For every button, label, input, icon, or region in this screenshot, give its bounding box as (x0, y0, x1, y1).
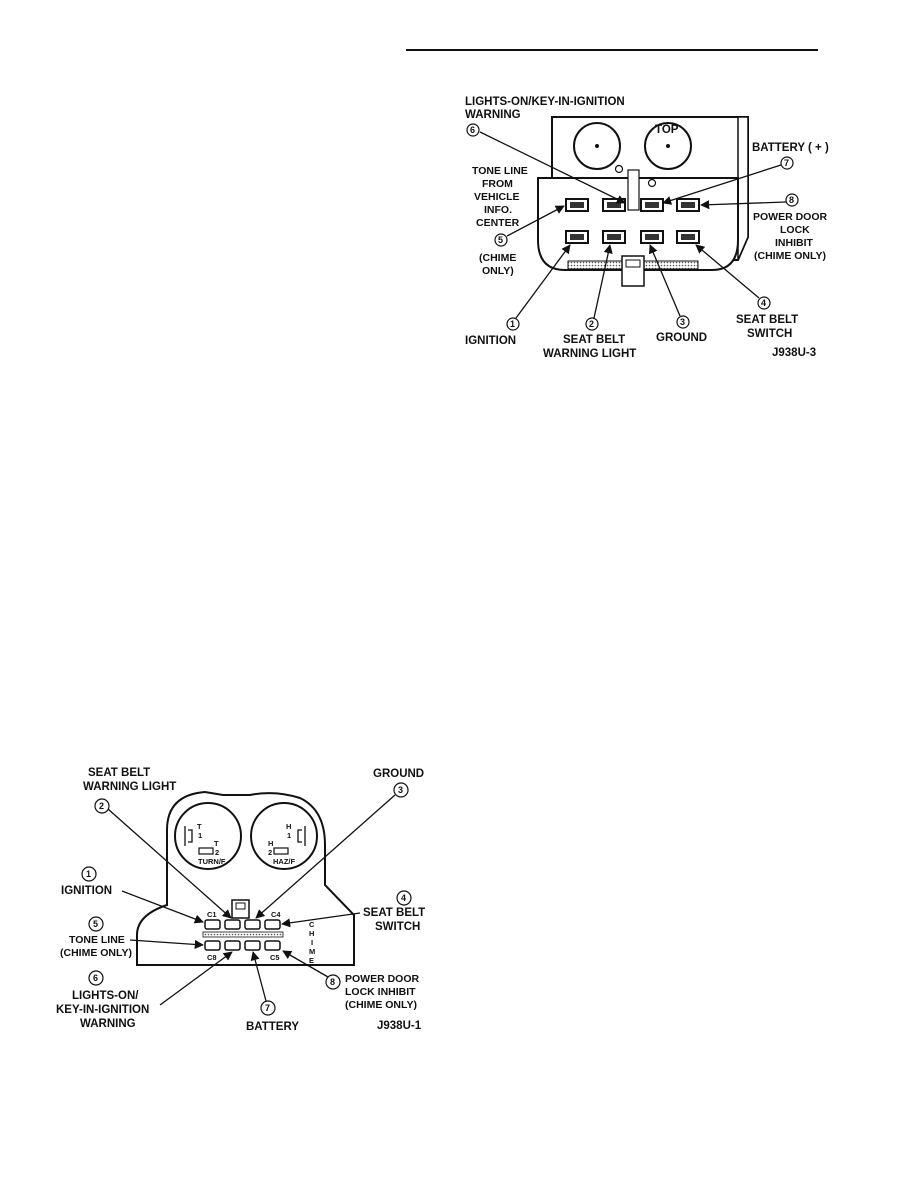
pin-label-c8: C8 (207, 953, 217, 962)
b-callout-5-label-line2: (CHIME ONLY) (60, 947, 132, 959)
b-callout-5-label-line1: TONE LINE (69, 934, 125, 946)
chime-vertical-label: C H I M E (309, 920, 315, 965)
svg-text:C: C (309, 920, 315, 929)
top-housing-side (737, 116, 749, 261)
callout-7-label: BATTERY ( + ) (752, 142, 829, 154)
svg-text:5: 5 (93, 919, 98, 929)
bottom-housing-outline (136, 790, 355, 966)
b-callout-1-label: IGNITION (61, 885, 112, 897)
bulb-label-haz: HAZ/F (273, 857, 295, 866)
svg-text:LOCK: LOCK (780, 224, 810, 236)
pin-label-c1: C1 (207, 910, 217, 919)
bottom-pin-row-upper (204, 919, 281, 930)
bottom-pin-row-lower (204, 940, 281, 951)
svg-text:2: 2 (589, 319, 594, 329)
bulb-label-turn: TURN/F (198, 857, 226, 866)
b-callout-4-label-line2: SWITCH (375, 921, 420, 933)
svg-text:T: T (197, 822, 202, 831)
svg-text:(CHIME ONLY): (CHIME ONLY) (754, 250, 826, 262)
svg-text:2: 2 (215, 848, 219, 857)
b-callout-8-label-line2: LOCK INHIBIT (345, 986, 416, 998)
b-callout-6-label-line3: WARNING (80, 1018, 136, 1030)
svg-text:4: 4 (401, 893, 406, 903)
page-header-rule (406, 49, 818, 51)
bottom-connector-figure: T 1 T 2 H 1 H 2 TURN/F HAZ/F C1 C4 C8 C5 (56, 767, 425, 1033)
svg-text:1: 1 (86, 869, 91, 879)
svg-text:3: 3 (398, 785, 403, 795)
svg-text:H: H (309, 929, 314, 938)
svg-text:T: T (214, 839, 219, 848)
svg-text:CENTER: CENTER (476, 217, 520, 229)
svg-text:E: E (309, 956, 314, 965)
callout-1-label: IGNITION (465, 335, 516, 347)
top-label: TOP (655, 124, 679, 136)
callout-5-label: TONE LINE FROM VEHICLE INFO. CENTER (CHI… (472, 165, 528, 277)
svg-text:I: I (311, 938, 313, 947)
b-callout-8-label-line3: (CHIME ONLY) (345, 999, 417, 1011)
svg-text:8: 8 (789, 195, 794, 205)
callout-8-label: POWER DOOR LOCK INHIBIT (CHIME ONLY) (753, 211, 828, 262)
callout-6-label-line1: LIGHTS-ON/KEY-IN-IGNITION (465, 96, 625, 108)
svg-text:INFO.: INFO. (484, 204, 512, 216)
callout-2-label-line1: SEAT BELT (563, 334, 625, 346)
b-callout-7-label: BATTERY (246, 1021, 299, 1033)
bottom-bulb-left (174, 802, 242, 870)
svg-text:H: H (268, 839, 273, 848)
svg-text:4: 4 (761, 298, 766, 308)
svg-text:7: 7 (265, 1003, 270, 1013)
bottom-bulb-right (250, 802, 318, 870)
svg-text:VEHICLE: VEHICLE (474, 191, 520, 203)
svg-text:6: 6 (470, 125, 475, 135)
callout-4-label-line2: SWITCH (747, 328, 792, 340)
pin-label-c5: C5 (270, 953, 280, 962)
figure-top-id: J938U-3 (772, 347, 816, 359)
callout-2-label-line2: WARNING LIGHT (543, 348, 636, 360)
svg-text:ONLY): ONLY) (482, 265, 514, 277)
svg-text:1: 1 (287, 831, 291, 840)
b-callout-3-label: GROUND (373, 768, 424, 780)
svg-text:2: 2 (99, 801, 104, 811)
svg-text:TONE LINE: TONE LINE (472, 165, 528, 177)
top-pin-row-upper (565, 198, 700, 212)
svg-text:1: 1 (510, 319, 515, 329)
callout-6-label-line2: WARNING (465, 109, 521, 121)
svg-text:INHIBIT: INHIBIT (775, 237, 814, 249)
svg-text:6: 6 (93, 973, 98, 983)
top-connector-figure: TOP LIGHTS-ON/KEY-IN-IGNITION WARNING 6 … (465, 96, 829, 360)
svg-text:8: 8 (330, 977, 335, 987)
svg-text:7: 7 (784, 158, 789, 168)
b-callout-8-label-line1: POWER DOOR (345, 973, 420, 985)
top-pin-row-lower (565, 230, 700, 244)
b-callout-6-label-line2: KEY-IN-IGNITION (56, 1004, 149, 1016)
svg-text:3: 3 (680, 317, 685, 327)
b-callout-2-label-line2: WARNING LIGHT (83, 781, 176, 793)
svg-text:FROM: FROM (482, 178, 513, 190)
callout-3-label: GROUND (656, 332, 707, 344)
callout-4-label-line1: SEAT BELT (736, 314, 798, 326)
b-callout-4-label-line1: SEAT BELT (363, 907, 425, 919)
svg-text:M: M (309, 947, 315, 956)
b-callout-6-label-line1: LIGHTS-ON/ (72, 990, 139, 1002)
svg-text:1: 1 (198, 831, 202, 840)
svg-text:2: 2 (268, 848, 272, 857)
figure-bottom-id: J938U-1 (377, 1020, 422, 1032)
svg-text:5: 5 (498, 235, 503, 245)
svg-text:POWER DOOR: POWER DOOR (753, 211, 828, 223)
b-callout-2-label-line1: SEAT BELT (88, 767, 150, 779)
pin-label-c4: C4 (271, 910, 281, 919)
svg-text:(CHIME: (CHIME (479, 252, 516, 264)
svg-text:H: H (286, 822, 291, 831)
